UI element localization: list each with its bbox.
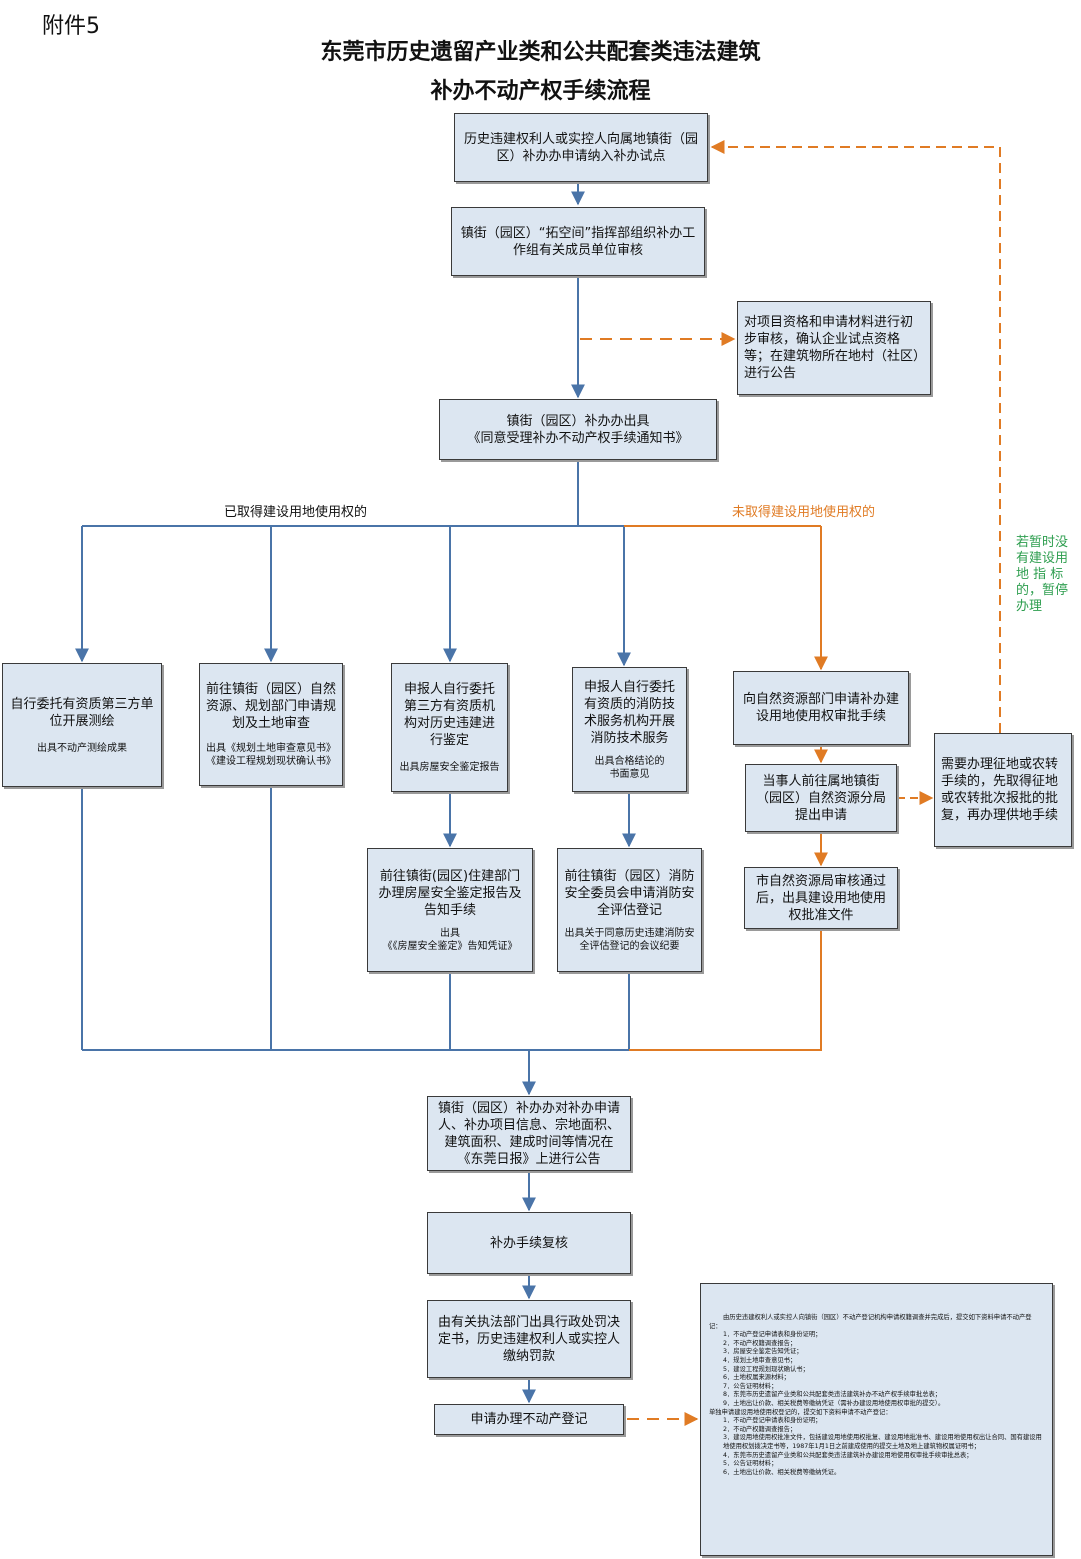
box-land-apply: 向自然资源部门申请补办建设用地使用权审批手续 (733, 671, 909, 745)
doc-item: 7．公告证明材料； (723, 1382, 778, 1390)
box-safety: 申报人自行委托第三方有资质机构对历史违建进行鉴定 出具房屋安全鉴定报告 (391, 663, 508, 792)
box-recheck: 补办手续复核 (427, 1212, 631, 1274)
box-fire: 申报人自行委托有资质的消防技术服务机构开展消防技术服务 出具合格结论的 书面意见 (572, 667, 687, 792)
suspend-line-4: 的，暂停 (1016, 583, 1069, 598)
box-notice: 镇街（园区）补办办出具 《同意受理补办不动产权手续通知书》 (439, 399, 717, 460)
doc-item: 9．土地出让价款、相关税费等缴纳凭证（需补办建设用地使用权审批的提交）。 (723, 1399, 945, 1407)
box-land-sub: 当事人前往属地镇街（园区）自然资源分局提出申请 (745, 764, 897, 832)
box-planning: 前往镇街（园区）自然资源、规划部门申请规划及土地审查 出具《规划土地审查意见书》… (199, 663, 343, 786)
suspend-line-5: 办理 (1016, 599, 1043, 614)
doc-item: 6．土地出让价款、相关税费等缴纳凭证。 (723, 1468, 841, 1476)
box-publish: 镇街（园区）补办办对补办申请人、补办项目信息、宗地面积、建筑面积、建成时间等情况… (427, 1096, 631, 1171)
doc-item: 3．房屋安全鉴定告知凭证； (723, 1348, 803, 1356)
box-survey: 自行委托有资质第三方单位开展测绘 出具不动产测绘成果 (2, 663, 162, 787)
box-penalty: 由有关执法部门出具行政处罚决定书，历史违建权利人或实控人缴纳罚款 (427, 1300, 631, 1378)
doc-mid: 单独申请建设用地使用权登记的，提交如下资料申请不动产登记： (709, 1408, 892, 1416)
doc-item: 4．东莞市历史遗留产业类和公共配套类违法建筑补办建设用地使用权审批手续审批总表； (723, 1451, 973, 1459)
doc-item: 6．土地权属来源材料； (723, 1374, 790, 1382)
doc-item: 5．建设工程规划现状确认书； (723, 1365, 809, 1373)
label-not-obtained: 未取得建设用地使用权的 (732, 505, 876, 520)
suspend-line-1: 若暂时没 (1016, 535, 1069, 550)
box-register: 申请办理不动产登记 (434, 1404, 624, 1435)
label-obtained: 已取得建设用地使用权的 (224, 505, 368, 520)
doc-intro: 由历史违建权利人或实控人向镇街（园区）不动产登记机构申请权籍调查并完成后，提交如… (709, 1314, 1032, 1330)
doc-item: 1．不动产登记申请表和身份证明； (723, 1331, 822, 1339)
box-land-approve: 市自然资源局审核通过后，出具建设用地使用权批准文件 (744, 867, 898, 929)
box-side-check: 对项目资格和申请材料进行初步审核，确认企业试点资格等；在建筑物所在地村（社区）进… (737, 301, 931, 395)
box-fire-reg: 前往镇街（园区）消防安全委员会申请消防安全评估登记 出具关于同意历史违建消防安全… (557, 848, 702, 972)
doc-item: 8．东莞市历史遗留产业类和公共配套类违法建筑补办不动产权手续审批总表； (723, 1391, 942, 1399)
doc-item: 5．公告证明材料； (723, 1460, 778, 1468)
doc-item: 2．不动产权籍调查报告； (723, 1425, 797, 1433)
box-review: 镇街（园区）“拓空间”指挥部组织补办工作组有关成员单位审核 (451, 207, 705, 276)
suspend-line-2: 有建设用 (1016, 551, 1069, 566)
doc-item: 3．建设用地使用权批准文件，包括建设用地使用权批复、建设用地批准书、建设用地使用… (723, 1434, 1042, 1450)
doc-item: 4．规划土地审查意见书； (723, 1356, 797, 1364)
suspend-line-3: 地 指 标 (1016, 567, 1064, 582)
doc-item: 2．不动产权籍调查报告； (723, 1339, 797, 1347)
box-housing: 前往镇街(园区)住建部门办理房屋安全鉴定报告及告知手续 出具 《《房屋安全鉴定》… (367, 848, 533, 972)
dashed-conversion-apply (710, 140, 1001, 733)
doc-item: 1．不动产登记申请表和身份证明； (723, 1417, 822, 1425)
page-subtitle: 补办不动产权手续流程 (430, 78, 651, 104)
label-suspend: 若暂时没 有建设用 地 指 标 的，暂停 办理 (1016, 535, 1068, 615)
page-title: 东莞市历史遗留产业类和公共配套类违法建筑 (320, 39, 761, 65)
box-apply: 历史违建权利人或实控人向属地镇街（园区）补办办申请纳入补办试点 (454, 113, 708, 182)
box-conversion: 需要办理征地或农转手续的，先取得征地或农转批次报批的批复，再办理供地手续 (934, 733, 1072, 847)
annex-label: 附件5 (42, 14, 100, 39)
line-landapprove-merge (629, 929, 822, 1051)
doc-list-box: 由历史违建权利人或实控人向镇街（园区）不动产登记机构申请权籍调查并完成后，提交如… (700, 1283, 1053, 1556)
